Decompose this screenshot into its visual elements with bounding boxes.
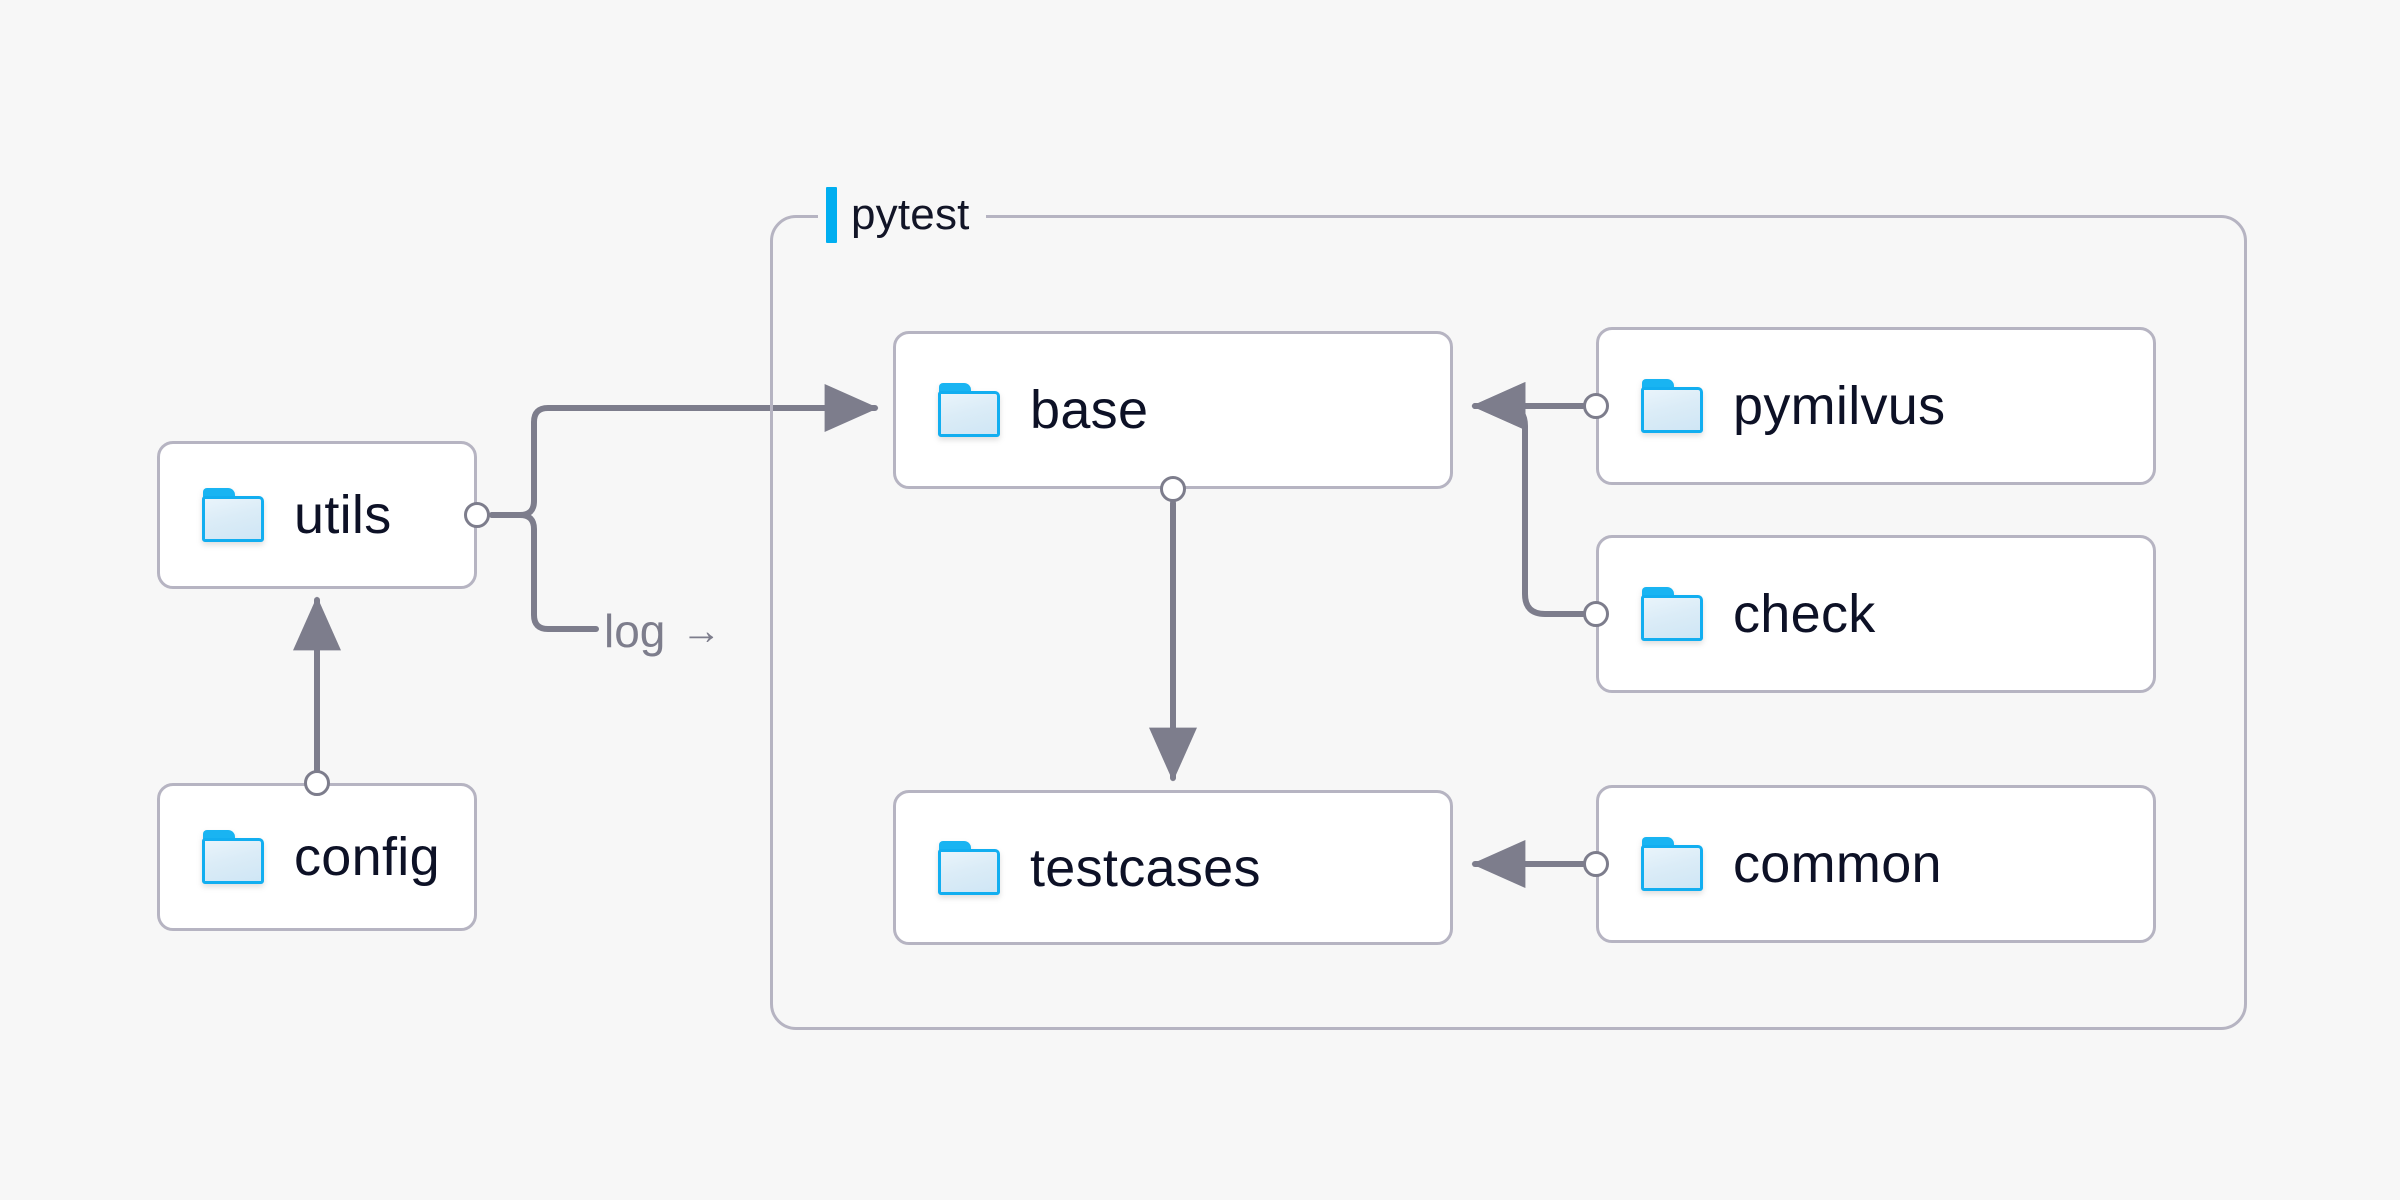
node-label-testcases: testcases [1030, 837, 1261, 898]
folder-icon [202, 830, 264, 884]
folder-icon [1641, 837, 1703, 891]
node-base[interactable]: base [893, 331, 1453, 489]
port-base-bottom[interactable] [1160, 476, 1186, 502]
edge-label-log: log → [604, 604, 721, 658]
node-label-config: config [294, 827, 440, 887]
group-container-pytest [770, 215, 2247, 1030]
node-pymilvus[interactable]: pymilvus [1596, 327, 2156, 485]
node-common[interactable]: common [1596, 785, 2156, 943]
folder-icon [938, 383, 1000, 437]
group-accent-bar [826, 187, 837, 243]
node-config[interactable]: config [157, 783, 477, 931]
node-label-common: common [1733, 834, 1942, 894]
node-label-utils: utils [294, 485, 392, 545]
edge-label-log-text: log [604, 605, 666, 657]
folder-icon [1641, 379, 1703, 433]
port-common-left[interactable] [1583, 851, 1609, 877]
port-check-left[interactable] [1583, 601, 1609, 627]
node-utils[interactable]: utils [157, 441, 477, 589]
group-title: pytest [851, 190, 970, 239]
folder-icon [202, 488, 264, 542]
edge-utils-to-log [489, 512, 599, 632]
node-label-base: base [1030, 380, 1149, 440]
node-check[interactable]: check [1596, 535, 2156, 693]
node-label-check: check [1733, 584, 1876, 644]
node-testcases[interactable]: testcases [893, 790, 1453, 945]
group-label-pytest: pytest [818, 184, 986, 246]
port-utils-right[interactable] [464, 502, 490, 528]
node-label-pymilvus: pymilvus [1733, 376, 1946, 436]
arrow-right-icon: → [681, 609, 722, 653]
folder-icon [1641, 587, 1703, 641]
folder-icon [938, 840, 1000, 895]
port-pymilvus-left[interactable] [1583, 393, 1609, 419]
port-config-top[interactable] [304, 770, 330, 796]
